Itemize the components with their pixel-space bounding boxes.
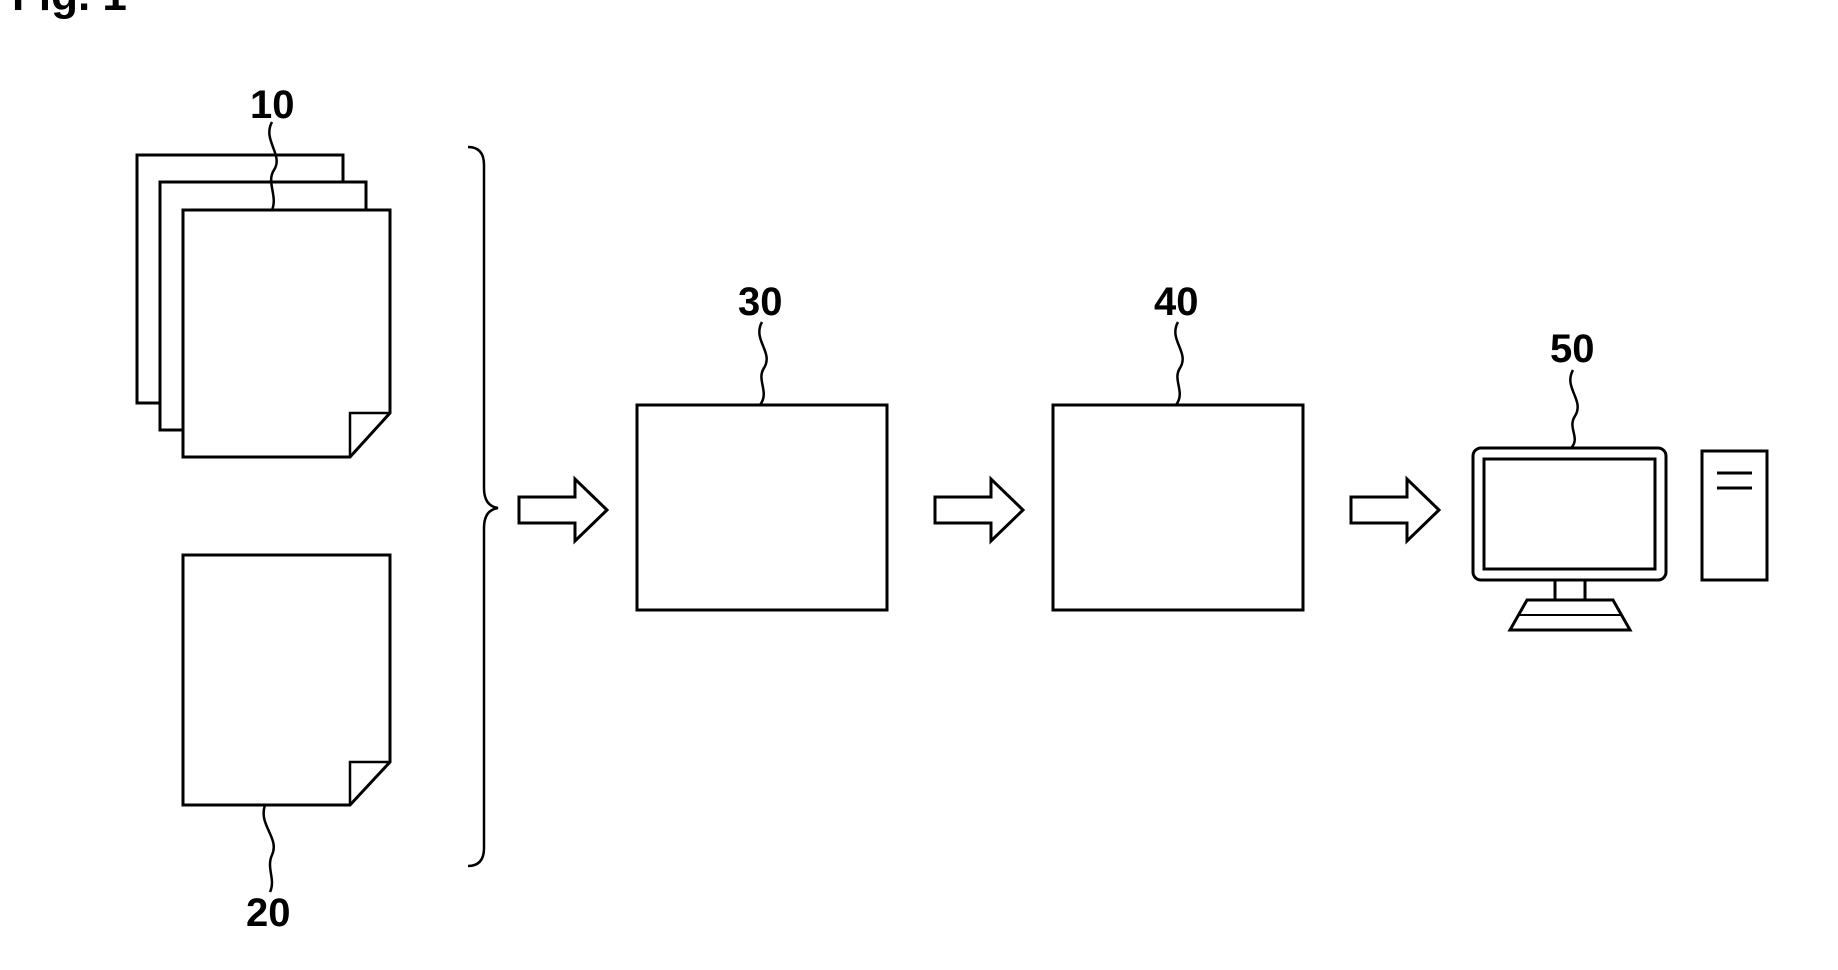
arrow-right-icon-1 bbox=[519, 479, 607, 541]
label-40: 40 bbox=[1154, 280, 1199, 324]
document-stack-icon bbox=[137, 155, 390, 457]
document-icon bbox=[183, 555, 390, 805]
arrow-right-icon-3 bbox=[1351, 479, 1439, 541]
figure-title: Fig. 1 bbox=[12, 0, 127, 20]
label-30: 30 bbox=[738, 280, 783, 324]
leader-line-50 bbox=[1570, 370, 1577, 448]
leader-line-20 bbox=[264, 805, 274, 892]
curly-brace bbox=[468, 147, 498, 866]
desktop-computer-icon bbox=[1473, 448, 1767, 630]
leader-line-40 bbox=[1175, 322, 1182, 405]
leader-line-30 bbox=[759, 322, 766, 405]
process-block-30 bbox=[637, 405, 887, 610]
process-block-40 bbox=[1053, 405, 1303, 610]
label-50: 50 bbox=[1550, 327, 1595, 371]
arrow-right-icon-2 bbox=[935, 479, 1023, 541]
label-20: 20 bbox=[246, 891, 291, 935]
label-10: 10 bbox=[250, 83, 295, 127]
